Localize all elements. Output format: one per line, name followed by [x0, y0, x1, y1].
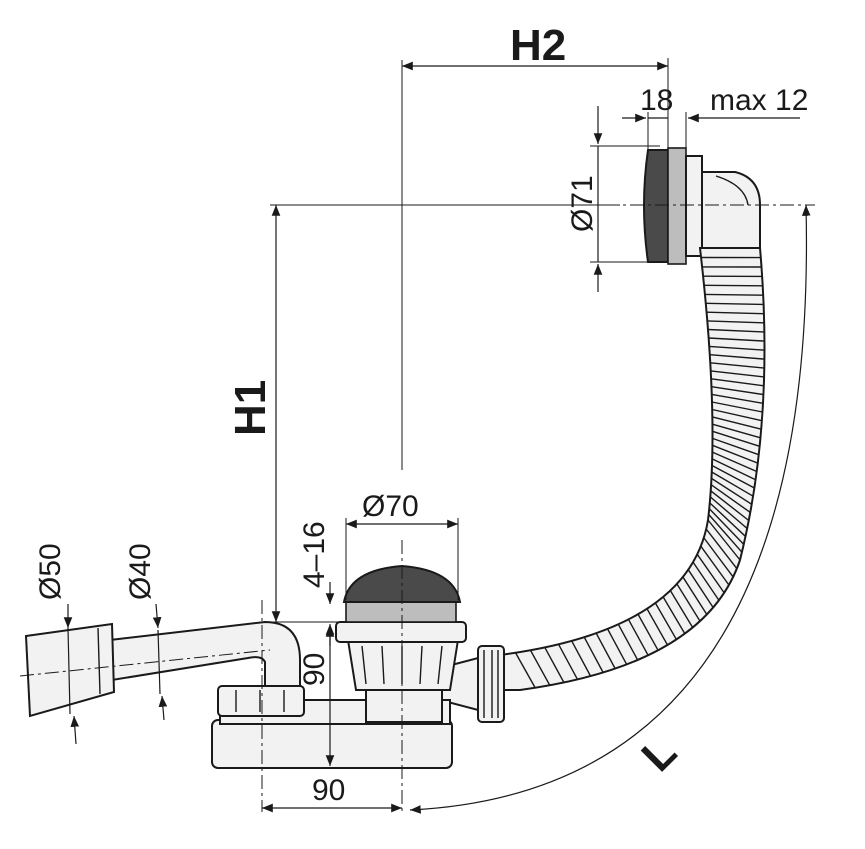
flexible-hose: [499, 247, 766, 691]
max12-label: max 12: [710, 84, 808, 117]
outlet-centerline: [19, 649, 271, 677]
d71-label: Ø71: [566, 175, 599, 232]
h90-label: 90: [298, 653, 331, 686]
l-dimension-arc: [409, 204, 811, 814]
hose-rib: [704, 293, 764, 296]
d50-label: Ø50: [34, 543, 67, 600]
h1-label: H1: [226, 380, 275, 436]
d40-dimension-line: [152, 603, 162, 629]
d70-label: Ø70: [362, 490, 419, 523]
l-label: L: [632, 727, 686, 781]
outlet-elbow: [24, 620, 305, 718]
d18-label: 18: [640, 84, 673, 117]
d40-label: Ø40: [124, 543, 157, 600]
range-label: 4–16: [298, 521, 331, 588]
w90-label: 90: [312, 774, 345, 807]
h2-label: H2: [510, 21, 566, 70]
waste-body: [211, 564, 467, 769]
overflow-head: [643, 147, 761, 265]
